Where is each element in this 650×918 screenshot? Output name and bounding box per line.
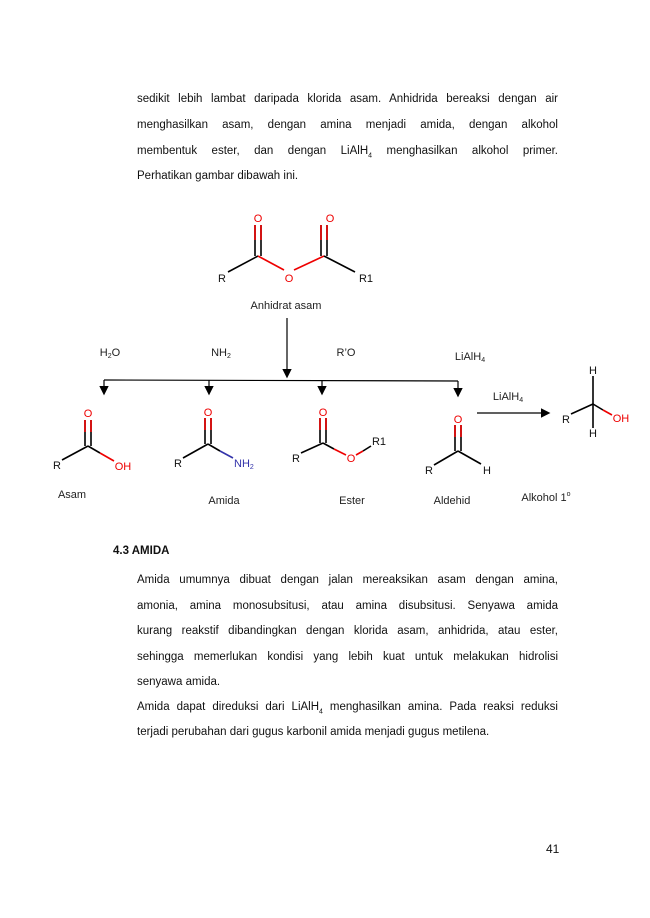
reagent-lialh4-reduction: LiAlH4 [493,391,523,404]
oxygen-atom: O [285,273,294,285]
reagent-h2o: H2O [100,347,121,360]
hydrogen-atom: H [589,428,597,440]
amine-group: NH2 [234,458,254,471]
hydrogen-atom: H [589,365,597,377]
r-group: R [53,460,61,472]
aldehid-structure: O R H [425,414,491,477]
oxygen-atom: O [326,213,335,225]
reagent-ro: R’O [337,347,356,359]
text-line: menghasilkan asam, dengan amina menjadi … [137,119,558,131]
r-group: R [292,453,300,465]
reaction-arrows [99,318,551,418]
hydroxyl-group: OH [613,413,630,425]
text-line: sedikit lebih lambat daripada klorida as… [137,93,558,105]
anhydride-structure: O O O R R1 [218,213,373,285]
text-line: amonia, amina monosubsitusi, atau amina … [137,600,558,612]
r-group: R [218,273,226,285]
r-group: R [425,465,433,477]
oxygen-atom: O [254,213,263,225]
text-line: kurang reakstif dibandingkan dengan klor… [137,625,558,637]
anhydride-label: Anhidrat asam [251,300,322,312]
reagent-lialh4: LiAlH4 [455,351,485,364]
text-line: Perhatikan gambar dibawah ini. [137,170,299,182]
text-line: Amida dapat direduksi dari LiAlH4 mengha… [137,701,558,715]
r1-group: R1 [359,273,373,285]
r-group: R [174,458,182,470]
asam-label: Asam [58,489,86,501]
oxygen-atom: O [347,453,356,465]
hydrogen-atom: H [483,465,491,477]
text-line: membentuk ester, dan dengan LiAlH4 mengh… [137,145,558,159]
r-group: R [562,414,570,426]
asam-structure: O R OH [53,408,131,473]
subscript: 4 [319,708,323,716]
text: membentuk ester, dan dengan LiAlH [137,145,369,157]
oxygen-atom: O [204,407,213,419]
text: Amida dapat direduksi dari LiAlH [137,701,320,713]
reagent-nh2: NH2 [211,347,231,360]
alkohol-structure: H H R OH [562,365,629,440]
r1-group: R1 [372,436,386,448]
oxygen-atom: O [319,407,328,419]
aldehid-label: Aldehid [434,495,471,507]
ester-structure: O R O R1 [292,407,386,465]
subscript: 4 [368,152,373,160]
amida-structure: O R NH2 [174,407,254,471]
text-line: senyawa amida. [137,676,221,688]
hydroxyl-group: OH [115,461,132,473]
page-number: 41 [546,842,560,856]
ester-label: Ester [339,495,365,507]
text-line: Amida umumnya dibuat dengan jalan mereak… [137,574,558,586]
text: menghasilkan amina. Pada reaksi reduksi [322,701,558,713]
amida-label: Amida [208,495,240,507]
text-line: sehingga memerlukan kondisi yang lebih k… [137,651,558,663]
text: menghasilkan alkohol primer. [372,145,558,157]
oxygen-atom: O [454,414,463,426]
oxygen-atom: O [84,408,93,420]
alkohol-label: Alkohol 1o [521,491,570,504]
section-heading: 4.3 AMIDA [113,545,170,557]
text-line: terjadi perubahan dari gugus karbonil am… [137,726,490,738]
